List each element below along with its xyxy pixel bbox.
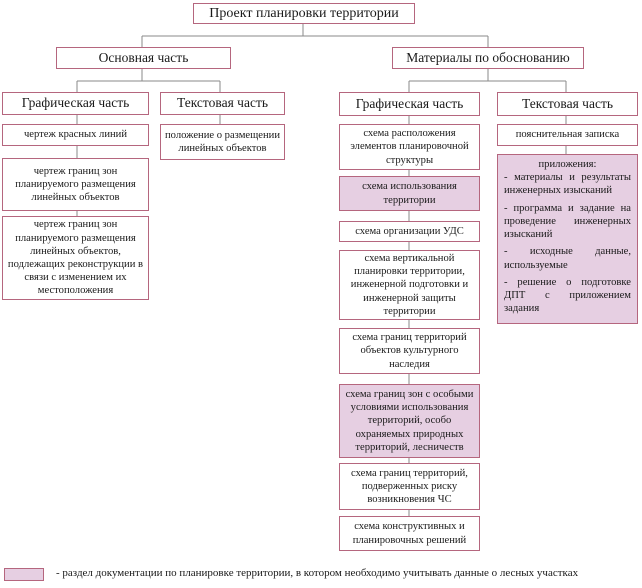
root-title: Проект планировки территории [209, 5, 399, 21]
root-box: Проект планировки территории [193, 3, 415, 24]
justification-graphic-item: схема конструктивных и планировочных реш… [339, 516, 480, 551]
justification-graphic-header: Графическая часть [339, 92, 480, 116]
justification-title: Материалы по обоснованию [406, 49, 570, 65]
justification-text-title: Текстовая часть [521, 95, 613, 111]
appendix-item: - исходные данные, используемые [504, 246, 631, 271]
main-graphic-item: чертеж красных линий [2, 124, 149, 146]
main-graphic-title: Графическая часть [21, 95, 130, 111]
justification-graphic-item: схема границ территорий объектов культур… [339, 328, 480, 374]
main-text-header: Текстовая часть [160, 92, 285, 115]
justification-graphic-item: схема вертикальной планировки территории… [339, 250, 480, 320]
main-text-item: положение о размещении линейных объектов [160, 124, 285, 160]
justification-text-item: пояснительная записка [497, 124, 638, 146]
justification-text-header: Текстовая часть [497, 92, 638, 116]
main-part-title: Основная часть [98, 49, 189, 65]
main-graphic-item: чертеж границ зон планируемого размещени… [2, 158, 149, 211]
appendix-title: приложения: [538, 159, 597, 170]
justification-box: Материалы по обоснованию [392, 47, 584, 69]
appendix-item: - материалы и результаты инженерных изыс… [504, 172, 631, 197]
appendix-item: - программа и задание на проведение инже… [504, 202, 631, 241]
main-graphic-item: чертеж границ зон планируемого размещени… [2, 216, 149, 300]
legend-text: - раздел документации по планировке терр… [56, 567, 579, 579]
justification-graphic-item-forest: схема использования территории [339, 176, 480, 211]
main-text-title: Текстовая часть [176, 95, 268, 111]
justification-graphic-title: Графическая часть [355, 95, 464, 111]
appendix-item: - решение о подготовке ДПТ с приложением… [504, 276, 631, 315]
appendix-box: приложения: - материалы и результаты инж… [497, 154, 638, 324]
main-part-box: Основная часть [56, 47, 231, 69]
legend-swatch [4, 568, 44, 581]
main-graphic-header: Графическая часть [2, 92, 149, 115]
justification-graphic-item: схема организации УДС [339, 221, 480, 242]
justification-graphic-item: схема расположения элементов планировочн… [339, 124, 480, 170]
justification-graphic-item: схема границ территорий, подверженных ри… [339, 463, 480, 510]
justification-graphic-item-forest: схема границ зон с особыми условиями исп… [339, 384, 480, 458]
